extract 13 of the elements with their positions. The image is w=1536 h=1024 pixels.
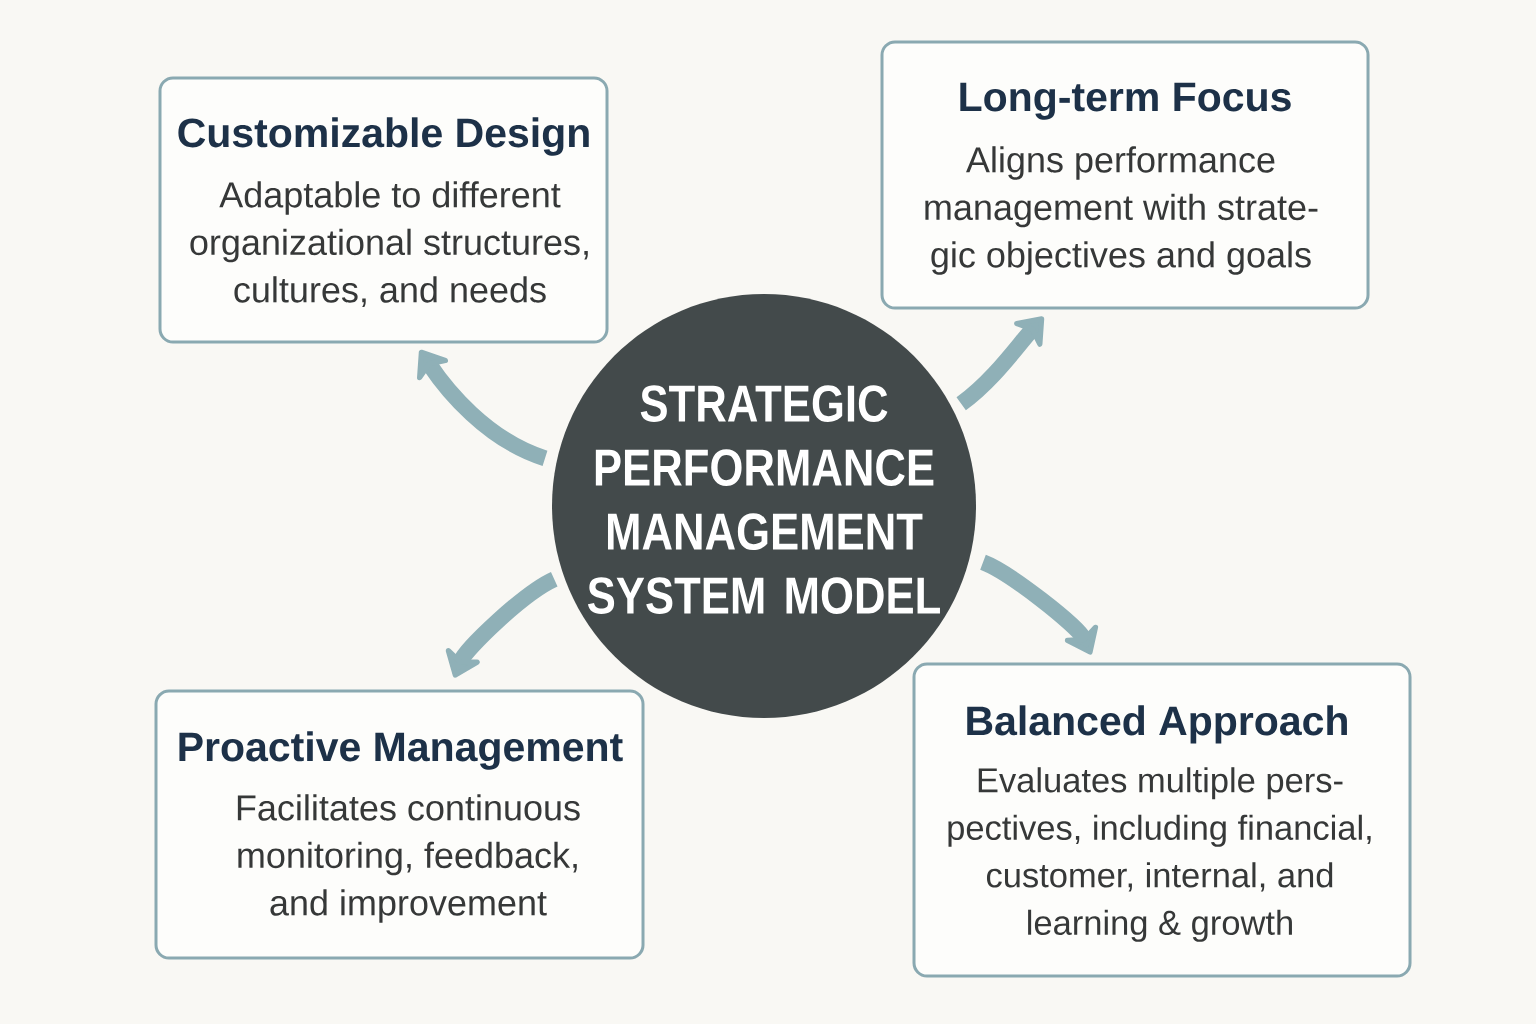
box-text: Evaluates multiple pers- pectives, including financial, customer, internal, and learning & growth xyxy=(948,767,1371,942)
box-text: Aligns performance management with strate- gic objectives and goals xyxy=(925,146,1318,275)
curved-arrow xyxy=(417,349,548,466)
box-text: Adaptable to different organizational structures, cultures, and needs xyxy=(190,181,588,307)
box-text: Facilitates continuous monitoring, feedback, and improvement xyxy=(237,794,580,923)
circle-text: STRATEGIC PERFORMANCE MANAGEMENT SYSTEM MODEL xyxy=(587,385,940,615)
curved-arrow xyxy=(956,316,1045,411)
curved-arrow xyxy=(445,572,558,678)
curved-arrow xyxy=(979,554,1099,655)
box-heading: Balanced Approach xyxy=(967,705,1347,744)
box-heading: Customizable Design xyxy=(178,117,589,156)
box-heading: Proactive Management xyxy=(179,731,623,770)
box-heading: Long-term Focus xyxy=(960,82,1291,120)
